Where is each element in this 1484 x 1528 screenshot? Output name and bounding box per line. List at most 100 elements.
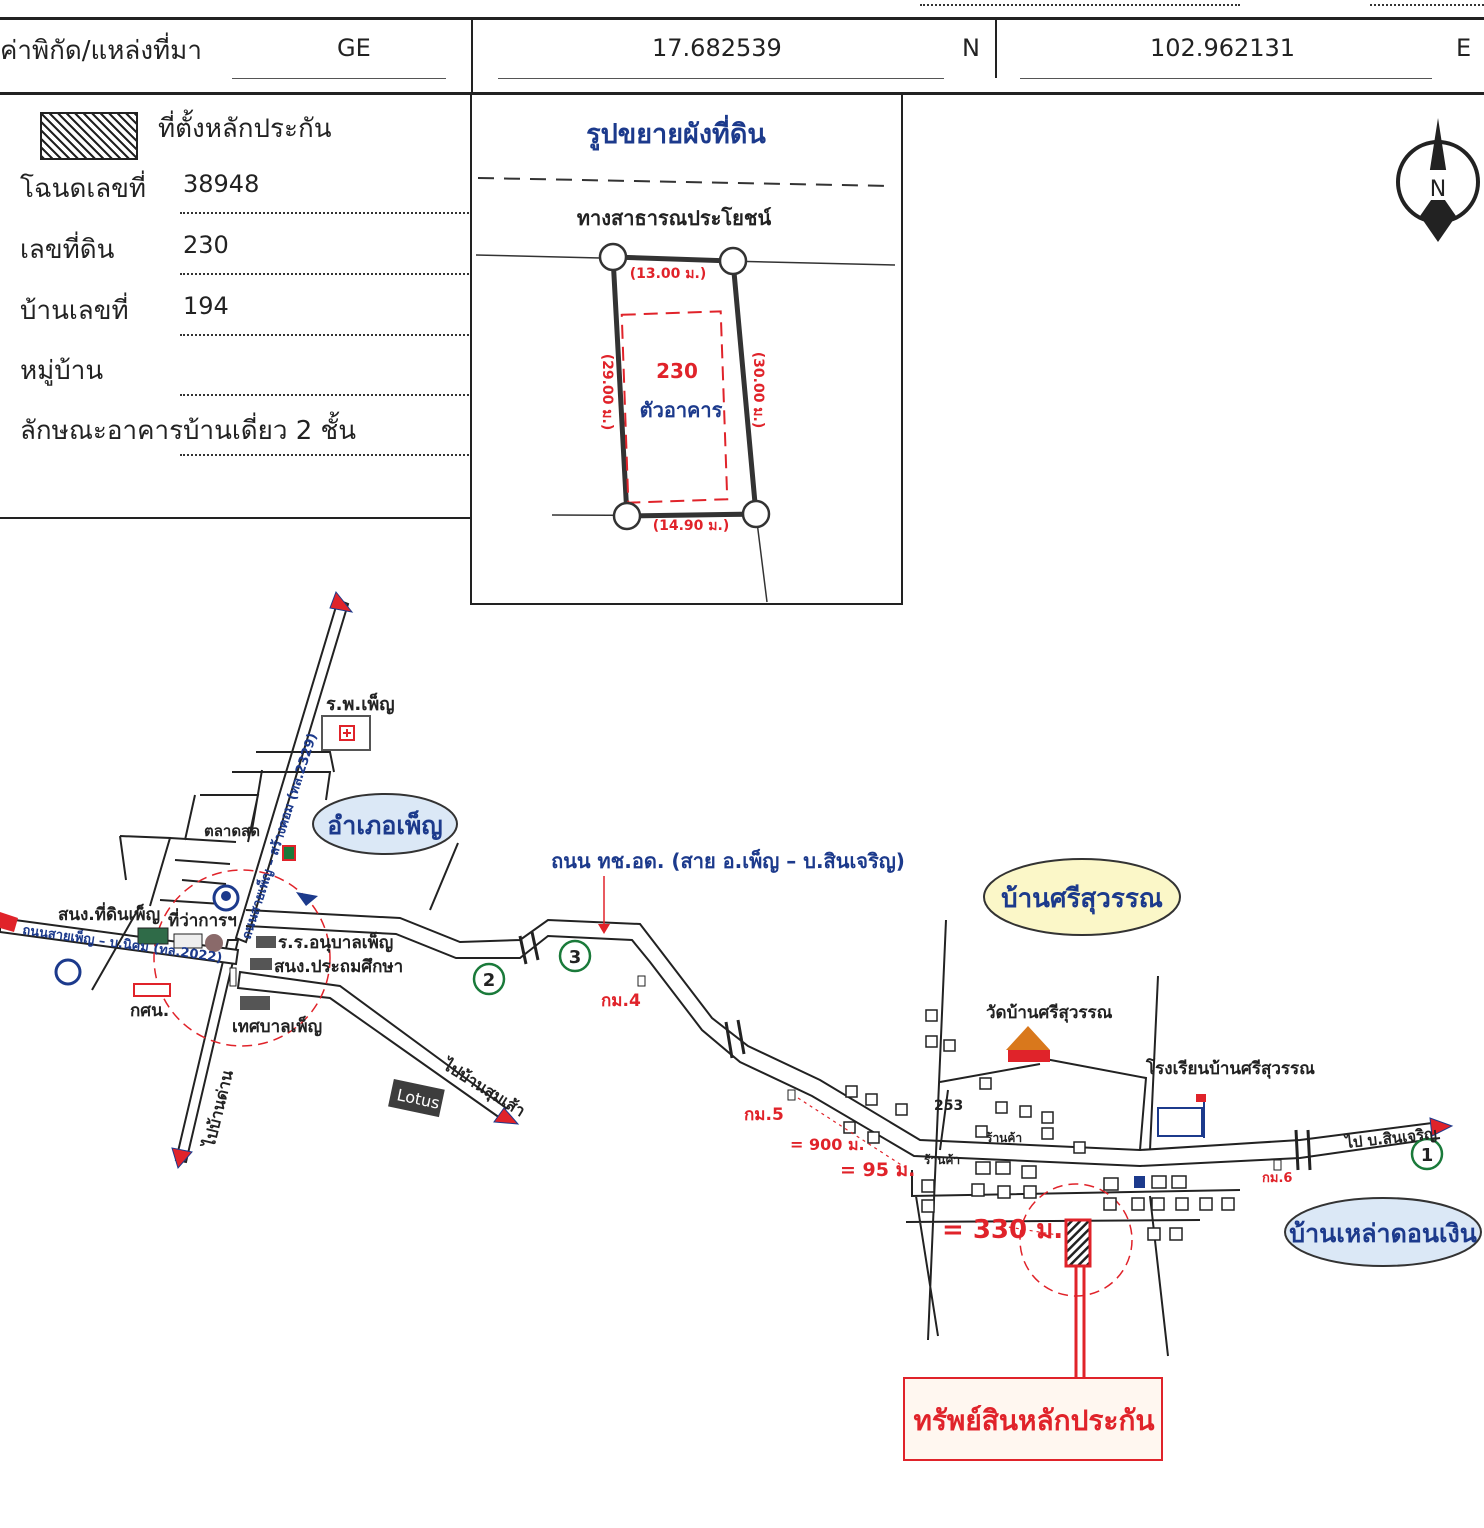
road-to-sumsao — [236, 970, 508, 1120]
parcel-corner — [612, 501, 642, 531]
legend-bottom-line — [0, 517, 471, 519]
road-break-marks — [518, 931, 1312, 1171]
village-dots — [180, 394, 469, 396]
district-office-icon — [173, 933, 203, 949]
village-label: หมู่บ้าน — [20, 356, 104, 386]
plot-plan-title: รูปขยายผังที่ดิน — [586, 114, 766, 151]
school-label: โรงเรียนบ้านศรีสุวรรณ — [1145, 1058, 1315, 1079]
temple-label: วัดบ้านศรีสุวรรณ — [986, 1002, 1113, 1023]
bottom-side-length: (14.90 ม.) — [653, 518, 730, 534]
building-type-dots — [180, 454, 469, 456]
top-side-length: (13.00 ม.) — [630, 266, 707, 282]
house-no-label: บ้านเลขที่ — [20, 296, 129, 326]
main-road-label: ถนน ทช.อด. (สาย อ.เพ็ญ – บ.สินเจริญ) — [551, 848, 905, 873]
source-underline — [232, 78, 446, 79]
collateral-swatch — [40, 112, 138, 160]
hospital-icon — [321, 715, 371, 751]
village-houses — [843, 1009, 1235, 1241]
building-type-label: ลักษณะอาคาร — [20, 416, 184, 446]
km6-label: กม.6 — [1262, 1171, 1292, 1186]
main-road-lower-edge — [245, 925, 1441, 1168]
parcel-corner — [598, 242, 628, 272]
arrow-east-icon — [1429, 1117, 1454, 1137]
kindergarten-icon — [256, 936, 276, 948]
shop-label-1: ร้านค้า — [986, 1131, 1022, 1145]
marker-1-label: 1 — [1421, 1145, 1434, 1166]
road-label-pointer-arrow — [598, 924, 610, 934]
traffic-light-icon — [229, 967, 237, 987]
land-parcel-outline — [610, 254, 759, 519]
distance-dotted-line — [797, 1097, 1065, 1237]
km-post-icon — [787, 1089, 796, 1101]
marker-2 — [472, 962, 506, 996]
distance-330: = 330 ม. — [942, 1215, 1063, 1245]
village-2-label: บ้านเหล่าดอนเงิน — [1289, 1219, 1477, 1248]
arrow-west-icon — [0, 912, 18, 932]
distance-900: = 900 ม. — [790, 1135, 865, 1154]
house-no-value: 194 — [183, 292, 229, 320]
header-divider-1 — [471, 18, 473, 94]
gorsorn-label: กศน. — [130, 1001, 169, 1021]
distance-95: = 95 ม. — [840, 1159, 915, 1181]
gorsorn-icon — [133, 983, 171, 997]
coord-source: GE — [337, 34, 371, 62]
header-bottom-line — [0, 92, 1484, 95]
seven-eleven-icon — [282, 845, 296, 861]
market-label: ตลาดสด — [204, 822, 260, 840]
compass-north: N — [1430, 177, 1446, 202]
town-radius-circle — [153, 869, 331, 1047]
temple-icon — [1006, 1026, 1050, 1062]
parcel-number: 230 — [656, 359, 698, 383]
land-no-label: เลขที่ดิน — [20, 235, 115, 265]
collateral-marker — [1064, 1218, 1092, 1268]
left-side-length: (29.00 ม.) — [599, 354, 615, 431]
plot-road-line-right — [755, 513, 768, 603]
marker-1 — [1410, 1137, 1444, 1171]
house-253-label: 253 — [934, 1098, 963, 1114]
bank-icon — [212, 884, 240, 912]
marker-3-label: 3 — [569, 947, 582, 968]
land-no-value: 230 — [183, 231, 229, 259]
municipality-icon — [240, 996, 270, 1010]
district-ellipse — [312, 793, 458, 855]
building-label: ตัวอาคาร — [640, 398, 723, 422]
shop-label-2: ร้านค้า — [924, 1153, 960, 1167]
north-arrow-icon: N — [1396, 118, 1480, 242]
plot-plan-box — [470, 93, 903, 605]
collateral-label: ทรัพย์สินหลักประกัน — [913, 1404, 1154, 1437]
town-streets — [91, 751, 459, 991]
building-type-value: บ้านเดี่ยว 2 ชั้น — [183, 416, 356, 446]
km4-label: กม.4 — [601, 991, 641, 1011]
deed-no-label: โฉนดเลขที่ — [20, 174, 147, 204]
deed-no-value: 38948 — [183, 170, 260, 198]
arrow-south-icon — [171, 1147, 193, 1170]
blue-house-icon — [1134, 1176, 1145, 1188]
village-streets — [905, 919, 1241, 1357]
right-side-length: (30.00 ม.) — [750, 352, 766, 429]
lat-underline — [498, 78, 944, 79]
arrow-southeast-icon — [493, 1107, 520, 1125]
lotus-icon: Lotus — [388, 1078, 445, 1118]
latitude-dir: N — [962, 34, 980, 62]
municipality-label: เทศบาลเพ็ญ — [232, 1014, 322, 1037]
latitude-value: 17.682539 — [652, 34, 782, 62]
district-office-emblem-icon — [205, 934, 223, 952]
collateral-label-box — [903, 1377, 1163, 1461]
km-post-icon — [637, 975, 646, 987]
district-label: อำเภอเพ็ญ — [327, 810, 442, 840]
district-office-label: ที่ว่าการฯ — [168, 908, 237, 931]
header-divider-2 — [995, 18, 997, 78]
marker-2-label: 2 — [483, 970, 496, 991]
header-dots-1 — [920, 0, 1240, 6]
kindergarten-label: ร.ร.อนุบาลเพ็ญ — [278, 930, 393, 953]
main-road-upper-edge — [245, 909, 1441, 1152]
longitude-value: 102.962131 — [1150, 34, 1296, 62]
parcel-corner — [741, 499, 771, 529]
longitude-dir: E — [1456, 34, 1472, 62]
plot-plan-dashed-divider — [477, 177, 894, 187]
village-1-ellipse — [983, 858, 1181, 936]
marker-3 — [558, 939, 592, 973]
gas-station-icon — [296, 892, 318, 906]
km5-label: กม.5 — [744, 1105, 784, 1125]
header-top-line — [0, 17, 1484, 20]
